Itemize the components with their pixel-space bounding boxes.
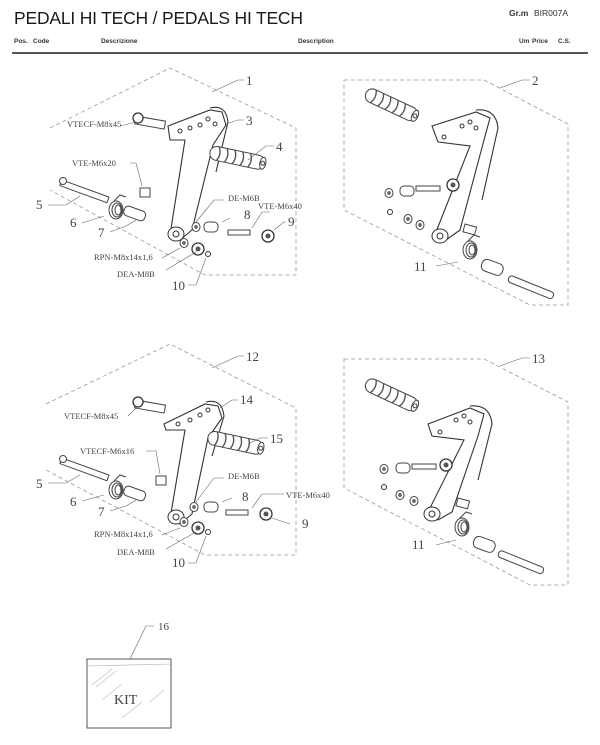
assembly-group-4: 13 11 [343,351,569,586]
callout-3: 3 [246,113,253,128]
code-vtecf-m8x45: VTECF-M8x45 [67,119,121,129]
callout-8: 8 [244,207,251,222]
col-descrizione: Descrizione [101,38,138,45]
callout-7: 7 [98,504,105,519]
col-pos: Pos. [14,38,28,45]
callout-13: 13 [532,351,545,366]
code-dea-m8b: DEA-M8B [117,547,155,557]
callout-12: 12 [246,349,259,364]
kit-label: KIT [114,693,138,708]
page-title: PEDALI HI TECH / PEDALS HI TECH [14,8,303,28]
callout-11: 11 [412,537,425,552]
code-vte-m6x20: VTE-M6x20 [72,158,116,168]
callout-14: 14 [240,392,254,407]
col-code: Code [33,38,50,45]
callout-16: 16 [158,621,170,633]
callout-1: 1 [246,73,253,88]
callout-5: 5 [36,197,43,212]
assembly-group-2: 2 11 [343,73,569,306]
code-vtecf-m6x16: VTECF-M6x16 [80,446,134,456]
assembly-group-1: 1 3 4 5 6 7 8 9 10 VTECF-M8x45 VTE-M6x20… [36,67,302,293]
code-dea-m8b: DEA-M8B [117,269,155,279]
callout-2: 2 [532,73,539,88]
callout-9: 9 [288,214,295,229]
callout-10: 10 [172,555,185,570]
code-vte-m6x40: VTE-M6x40 [258,201,302,211]
header-rule [12,52,588,54]
code-vte-m6x40: VTE-M6x40 [286,490,330,500]
callout-11: 11 [414,259,427,274]
code-de-m6b: DE-M6B [228,471,260,481]
code-vtecf-m8x45: VTECF-M8x45 [64,411,118,421]
code-rpn-m8x14x1-6: RPN-M8x14x1,6 [94,252,153,262]
callout-6: 6 [70,494,77,509]
kit-bag: 16 KIT [86,621,172,729]
group-code: BIR007A [534,8,569,18]
callout-8: 8 [242,489,249,504]
callout-9: 9 [302,516,309,531]
callout-5: 5 [36,476,43,491]
col-cs: C.S. [558,38,571,45]
col-description: Description [298,38,334,45]
callout-7: 7 [98,225,105,240]
code-de-m6b: DE-M6B [228,193,260,203]
group-label: Gr.m [509,8,529,18]
col-price: Price [532,38,548,45]
col-um: Um [519,38,530,45]
assembly-group-3: 12 14 15 5 6 7 8 9 10 VTECF-M8x45 VTECF-… [36,343,330,570]
callout-15: 15 [270,431,283,446]
callout-10: 10 [172,278,185,293]
callout-4: 4 [276,139,283,154]
code-rpn-m8x14x1-6: RPN-M8x14x1,6 [94,529,153,539]
callout-6: 6 [70,215,77,230]
